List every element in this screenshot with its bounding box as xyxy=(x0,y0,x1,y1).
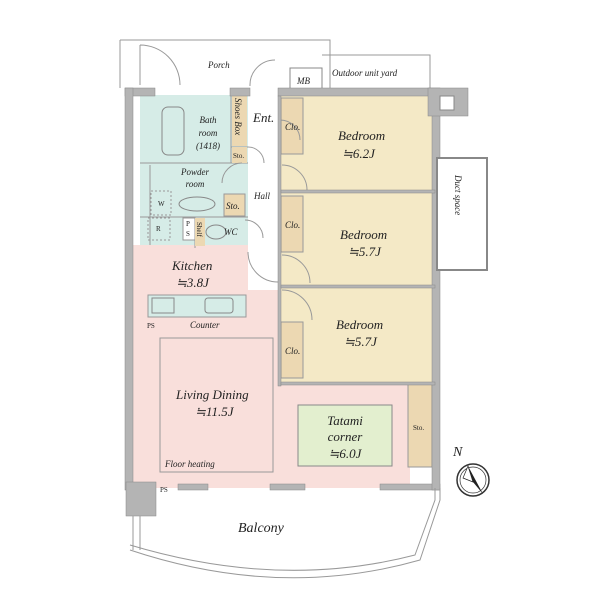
closet-label-2: Clo. xyxy=(285,220,300,230)
shelf xyxy=(195,218,205,246)
porch-label: Porch xyxy=(207,60,230,70)
bedroom-3 xyxy=(280,288,435,382)
bathtub-icon xyxy=(161,106,185,156)
ps-label-ldk: PS xyxy=(160,486,168,494)
ps-label-1: P xyxy=(186,220,190,228)
kitchen-size: ≒3.8J xyxy=(176,275,210,290)
entrance-label: Ent. xyxy=(252,110,274,125)
tatami-corner xyxy=(297,404,393,467)
powder-room-label-1: Powder xyxy=(180,167,209,177)
storage-bath xyxy=(232,147,247,163)
bedroom-1-label: Bedroom xyxy=(338,128,385,143)
sto-label-bath: Sto. xyxy=(233,152,244,160)
duct-space-label: Duct space xyxy=(453,174,463,215)
doors xyxy=(221,119,313,321)
closet-label-1: Clo. xyxy=(285,122,300,132)
fridge-space xyxy=(147,217,171,241)
compass-icon: N xyxy=(452,445,490,497)
tatami-label-2: corner xyxy=(328,429,364,444)
shelf-label: Shelf xyxy=(195,222,203,237)
powder-room-label-2: room xyxy=(186,179,205,189)
bedroom-3-size: ≒5.7J xyxy=(344,334,378,349)
shoes-box xyxy=(232,96,247,146)
porch-area: Porch MB Outdoor unit yard xyxy=(119,39,431,91)
counter-label: Counter xyxy=(190,320,220,330)
fridge-label: R xyxy=(156,225,161,233)
tatami-size: ≒6.0J xyxy=(329,446,363,461)
bedroom-1 xyxy=(280,95,435,190)
bedroom-2-size: ≒5.7J xyxy=(348,244,382,259)
compass-north-label: N xyxy=(452,445,463,460)
bedroom-3-label: Bedroom xyxy=(336,317,383,332)
sto-label-powder: Sto. xyxy=(226,201,240,211)
duct-space xyxy=(436,157,488,271)
ps-label-kitchen: PS xyxy=(147,322,155,330)
wc-label: WC xyxy=(224,227,238,237)
tatami-label-1: Tatami xyxy=(327,413,363,428)
living-dining-size: ≒11.5J xyxy=(195,404,235,419)
washbasin-icon xyxy=(178,196,216,212)
sto-label-ldk: Sto. xyxy=(413,424,424,432)
stove-icon xyxy=(151,297,175,314)
washer-space xyxy=(150,190,172,216)
kitchen-label: Kitchen xyxy=(171,258,212,273)
mb-label: MB xyxy=(296,76,310,86)
hall-area xyxy=(248,95,280,290)
ps-label-2: S xyxy=(186,230,190,238)
bathroom-label-3: (1418) xyxy=(196,141,220,151)
closet-label-3: Clo. xyxy=(285,346,300,356)
bathroom-label-1: Bath xyxy=(200,115,217,125)
bedroom-1-size: ≒6.2J xyxy=(342,146,376,161)
shoes-box-label: Shoes Box xyxy=(233,98,243,135)
bathroom-label-2: room xyxy=(199,128,218,138)
balcony: Balcony xyxy=(129,488,441,579)
living-dining-label: Living Dining xyxy=(175,387,249,402)
bedroom-2-label: Bedroom xyxy=(340,227,387,242)
toilet-icon xyxy=(205,224,227,240)
floor-heating-zone xyxy=(159,337,274,473)
walls xyxy=(124,87,469,517)
washer-label: W xyxy=(158,200,165,208)
floor-heating-label: Floor heating xyxy=(164,459,215,469)
hall-label: Hall xyxy=(253,191,271,201)
bedroom-2 xyxy=(280,193,435,285)
balcony-label: Balcony xyxy=(238,521,285,536)
storage-powder xyxy=(223,193,246,217)
outdoor-unit-yard-label: Outdoor unit yard xyxy=(332,68,398,78)
counter xyxy=(147,294,247,318)
sink-icon xyxy=(204,297,234,314)
